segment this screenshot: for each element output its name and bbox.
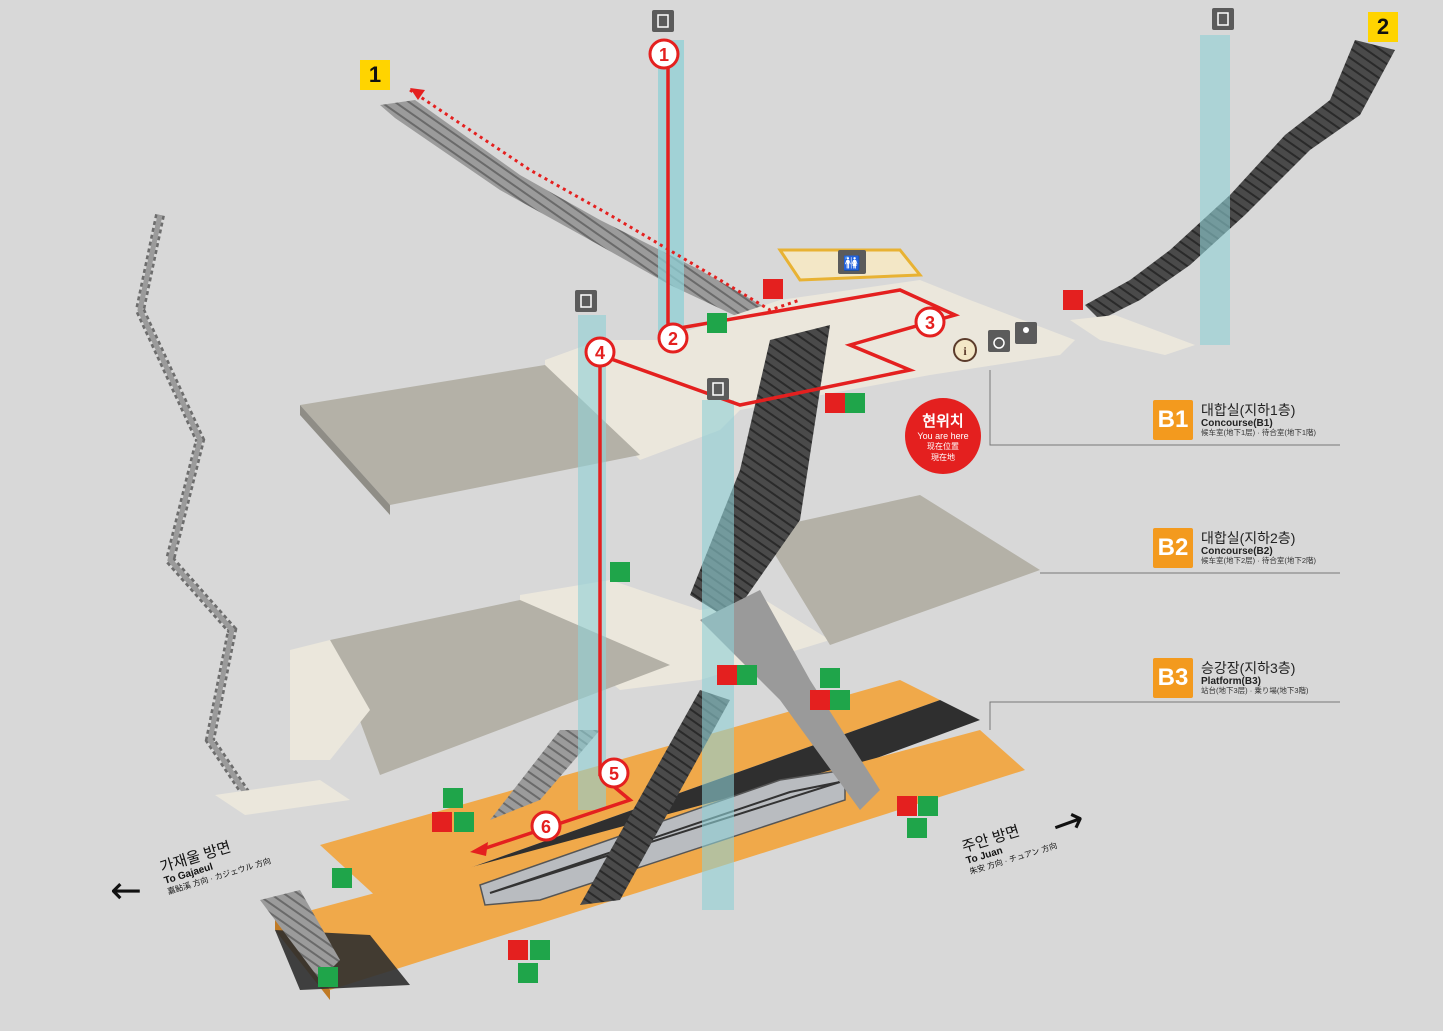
fire-extinguisher-icon [717, 665, 737, 685]
floor-name-cj: 站台(地下3层) · 乗り場(地下3階) [1201, 686, 1309, 696]
floor-code-b1: B1 [1153, 400, 1193, 440]
defibrillator-icon [907, 818, 927, 838]
svg-text:3: 3 [925, 313, 935, 333]
emergency-exit-icon [332, 868, 352, 888]
floor-leader-lines [989, 370, 1340, 730]
fire-extinguisher-icon [897, 796, 917, 816]
you-are-here-marker: 현위치 You are here 现在位置 現在地 [905, 398, 981, 474]
elevator-icon [1212, 8, 1234, 30]
left-stair-shaft [134, 213, 255, 803]
emergency-phone-icon [454, 812, 474, 832]
route-step-1: 1 [648, 38, 680, 70]
restroom-icon: 🚻 [838, 250, 866, 274]
svg-text:1: 1 [659, 45, 669, 65]
defibrillator-icon [820, 668, 840, 688]
fire-extinguisher-icon [810, 690, 830, 710]
floor-code-b3: B3 [1153, 658, 1193, 698]
elevator-icon [652, 10, 674, 32]
defibrillator-icon [610, 562, 630, 582]
route-step-markers: 1 2 3 4 5 6 [530, 38, 946, 842]
emergency-phone-icon [830, 690, 850, 710]
exit-1-stairs [380, 100, 770, 325]
floor-name-ko: 대합실(지하2층) [1201, 529, 1296, 546]
floor-label-b3: B3 승강장(지하3층) Platform(B3) 站台(地下3层) · 乗り場… [1153, 658, 1309, 698]
fire-extinguisher-icon [508, 940, 528, 960]
you-are-here-ko: 현위치 [922, 412, 964, 430]
emergency-exit-icon [318, 967, 338, 987]
floor-name-ko: 대합실(지하1층) [1201, 401, 1296, 418]
svg-text:i: i [963, 344, 967, 358]
exit-2-badge: 2 [1368, 12, 1398, 42]
emergency-phone-icon [918, 796, 938, 816]
elevator-icon [575, 290, 597, 312]
svg-text:6: 6 [541, 817, 551, 837]
fire-extinguisher-icon [432, 812, 452, 832]
you-are-here-ja: 現在地 [931, 452, 955, 462]
svg-text:2: 2 [668, 329, 678, 349]
floor-code-b2: B2 [1153, 528, 1193, 568]
floor-name-en: Concourse(B2) [1201, 545, 1273, 557]
floor-name-cj: 候车室(地下1层) · 待合室(地下1階) [1201, 428, 1316, 438]
route-step-2: 2 [657, 322, 689, 354]
defibrillator-icon [443, 788, 463, 808]
nursing-room-icon [1015, 322, 1037, 344]
defibrillator-icon [707, 313, 727, 333]
fire-extinguisher-icon [825, 393, 845, 413]
floor-name-en: Platform(B3) [1201, 675, 1262, 687]
exit-1-badge: 1 [360, 60, 390, 90]
fire-extinguisher-icon [1063, 290, 1083, 310]
defibrillator-icon [845, 393, 865, 413]
fire-extinguisher-icon [763, 279, 783, 299]
svg-text:4: 4 [595, 343, 605, 363]
you-are-here-zh: 现在位置 [927, 441, 959, 451]
floor-name-ko: 승강장(지하3층) [1201, 659, 1296, 676]
elevator-icon [707, 378, 729, 400]
defibrillator-icon [518, 963, 538, 983]
floor-name-en: Concourse(B1) [1201, 417, 1273, 429]
floor-label-b1: B1 대합실(지하1층) Concourse(B1) 候车室(地下1层) · 待… [1153, 400, 1316, 440]
route-step-6: 6 [530, 810, 562, 842]
exit-2-stairs [1085, 40, 1395, 320]
wheelchair-lift-icon [988, 330, 1010, 352]
svg-text:5: 5 [609, 764, 619, 784]
route-step-4: 4 [584, 336, 616, 368]
route-step-5: 5 [598, 757, 630, 789]
floor-name-cj: 候车室(地下2层) · 待合室(地下2階) [1201, 556, 1316, 566]
floor-label-b2: B2 대합실(지하2층) Concourse(B2) 候车室(地下2层) · 待… [1153, 528, 1316, 568]
left-direction-arrow-icon: ← [110, 868, 142, 912]
route-step-3: 3 [914, 306, 946, 338]
svg-text:🚻: 🚻 [843, 255, 860, 272]
information-icon: i [953, 338, 977, 362]
you-are-here-en: You are here [917, 430, 969, 441]
emergency-phone-icon [530, 940, 550, 960]
defibrillator-icon [737, 665, 757, 685]
